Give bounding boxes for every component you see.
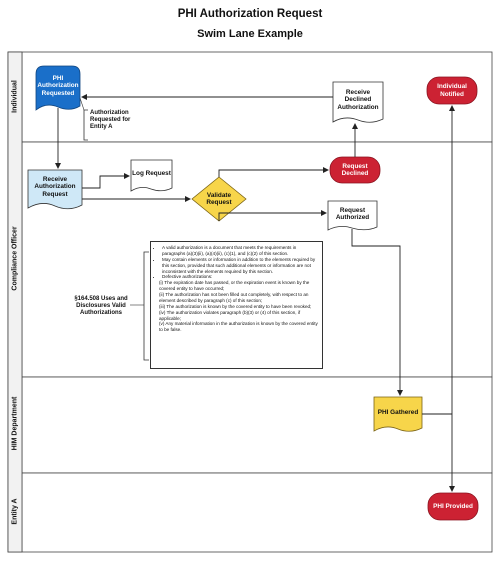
receive-declined-label: Receive Declined Authorization bbox=[337, 88, 379, 111]
policy-bracket bbox=[143, 251, 149, 361]
phi-provided-label: PHI Provided bbox=[433, 502, 473, 510]
request-declined-label: Request Declined bbox=[341, 162, 369, 177]
arrow-receive-to-log bbox=[82, 173, 130, 189]
policy-bullet: May contain elements or information in a… bbox=[162, 257, 318, 275]
annotation-bracket bbox=[83, 109, 88, 141]
arrow-validate-to-declined bbox=[218, 167, 329, 177]
swimlane-diagram bbox=[7, 51, 493, 553]
phi-gathered-shape bbox=[373, 396, 423, 432]
request-authorized-shape bbox=[327, 200, 378, 231]
lane-label-compliance-officer: Compliance Officer bbox=[11, 226, 19, 291]
validate-request-label: Validate Request bbox=[206, 191, 232, 206]
request-authorized-label: Request Authorized bbox=[335, 206, 370, 221]
lane-label-individual: Individual bbox=[11, 80, 19, 113]
page-subtitle: Swim Lane Example bbox=[197, 28, 303, 40]
page-title: PHI Authorization Request bbox=[177, 8, 323, 20]
receive-auth-request-label: Receive Authorization Request bbox=[34, 175, 76, 198]
receive-auth-request-shape bbox=[27, 169, 83, 210]
phi-gathered-label: PHI Gathered bbox=[377, 409, 419, 417]
policy-bullet: Defective authorizations: bbox=[162, 274, 318, 280]
policy-sub-item: (iii) The authorization is known by the … bbox=[159, 303, 312, 309]
policy-reference-note: §164.508 Uses and Disclosures Valid Auth… bbox=[74, 296, 128, 316]
log-request-label: Log Request bbox=[132, 170, 171, 178]
phi-auth-requested-label: PHI Authorization Requested bbox=[37, 74, 79, 97]
individual-notified-label: Individual Notified bbox=[437, 83, 467, 98]
policy-bullet: A valid authorization is a document that… bbox=[162, 245, 318, 257]
auth-requested-entity-note: Authorization Requested for Entity A bbox=[90, 110, 131, 130]
lanes bbox=[7, 51, 493, 553]
policy-sub-item: (iv) The authorization violates paragrap… bbox=[159, 309, 301, 321]
phi-provided-shape bbox=[427, 492, 479, 521]
lane-label-entity-a: Entity A bbox=[11, 498, 19, 525]
policy-sub-item: (v) Any material information in the auth… bbox=[159, 321, 318, 333]
lane-entity-a bbox=[7, 472, 493, 553]
arrow-validate-to-authorized bbox=[218, 210, 327, 221]
policy-sub-item: (i) The expiration date has passed, or t… bbox=[159, 280, 310, 292]
phi-auth-requested-shape bbox=[35, 65, 81, 111]
receive-declined-shape bbox=[332, 81, 384, 123]
arrow-authorized-to-gathered bbox=[351, 229, 403, 396]
individual-notified-shape bbox=[426, 76, 478, 105]
policy-text-box: A valid authorization is a document that… bbox=[150, 241, 323, 369]
policy-sub-item: (ii) The authorization has not been fill… bbox=[159, 292, 309, 303]
log-request-shape bbox=[130, 159, 173, 192]
